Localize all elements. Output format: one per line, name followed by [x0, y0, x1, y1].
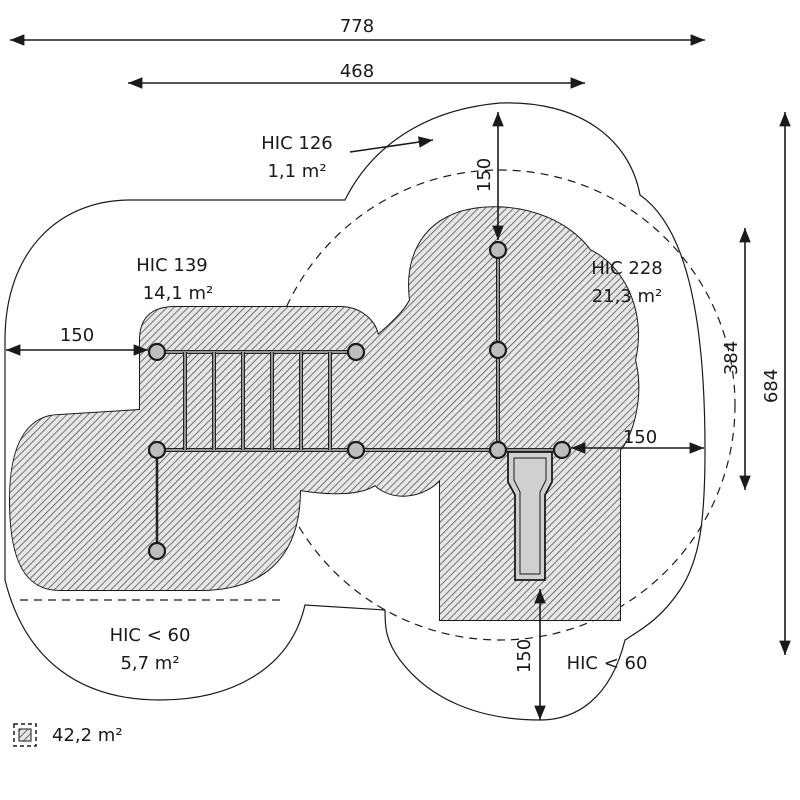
hic-126-pointer-arrow	[349, 136, 434, 153]
post	[147, 440, 167, 460]
dim-label-clearance-top: 150	[474, 158, 495, 192]
post	[488, 440, 508, 460]
slide	[507, 451, 553, 581]
post	[147, 541, 167, 561]
post	[346, 440, 366, 460]
play-equipment	[147, 240, 572, 581]
zone-hic-below-60-left-label: HIC < 60	[110, 625, 191, 646]
post	[552, 440, 572, 460]
dim-label-clearance-right: 150	[623, 427, 657, 448]
zone-hic-below-60-left-area: 5,7 m²	[120, 653, 179, 674]
dim-label-clearance-left: 150	[60, 325, 94, 346]
post	[488, 240, 508, 260]
legend: 42,2 m²	[13, 723, 123, 747]
impact-area	[8, 206, 640, 621]
post	[488, 340, 508, 360]
hatched-impact-area-icon	[13, 723, 37, 747]
zone-hic-below-60-right-label: HIC < 60	[567, 653, 648, 674]
zone-hic-139-area: 14,1 m²	[143, 283, 214, 304]
zone-hic-139-label: HIC 139	[136, 255, 208, 276]
ladder-rungs	[183, 352, 332, 450]
dim-label-total-width: 778	[340, 16, 374, 37]
zone-hic-228-area: 21,3 m²	[592, 286, 663, 307]
dim-label-equipment-width: 468	[340, 61, 374, 82]
zone-hic-126-label: HIC 126	[261, 133, 333, 154]
zone-hic-126-area: 1,1 m²	[267, 161, 326, 182]
dim-label-total-depth: 684	[761, 369, 782, 403]
post	[147, 342, 167, 362]
free-space-outline	[4, 102, 706, 721]
dim-label-equipment-depth: 384	[721, 341, 742, 375]
dim-label-clearance-bottom: 150	[514, 639, 535, 673]
legend-total-area: 42,2 m²	[52, 725, 123, 746]
zone-hic-228-label: HIC 228	[591, 258, 663, 279]
post	[346, 342, 366, 362]
